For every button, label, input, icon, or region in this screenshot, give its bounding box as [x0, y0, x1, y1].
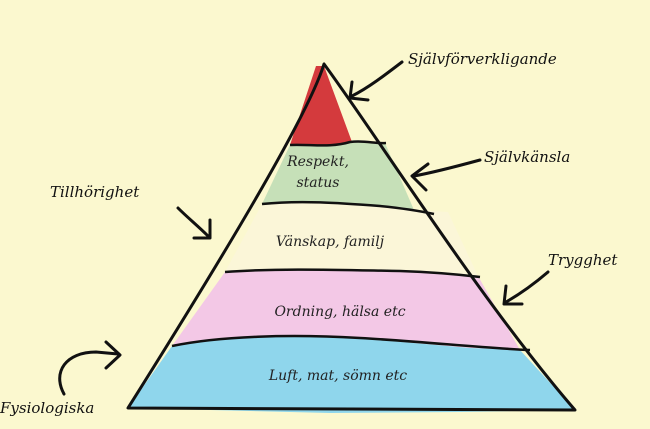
- arrow-icon: [502, 270, 550, 306]
- level-2-text: Ordning, hälsa etc: [274, 304, 405, 320]
- divider-line: [224, 268, 481, 279]
- arrow-icon: [410, 158, 482, 192]
- label-fysiologiska: Fysiologiska: [0, 399, 94, 417]
- arrow-icon: [348, 60, 404, 102]
- label-tillhorighet: Tillhörighet: [50, 183, 140, 201]
- divider-line: [261, 200, 435, 216]
- arrow-icon: [176, 206, 212, 240]
- label-trygghet: Trygghet: [548, 251, 618, 269]
- level-3-text: Vänskap, familj: [276, 234, 385, 250]
- pyramid-level-top: [290, 66, 352, 146]
- label-sjalvkansla: Självkänsla: [484, 148, 570, 166]
- label-sjalvforverkligande: Självförverkligande: [408, 50, 557, 68]
- pyramid-level-vanskap: [225, 202, 478, 276]
- arrow-icon: [58, 340, 122, 396]
- pyramid-outline: [126, 62, 577, 412]
- pyramid-level-luft: [128, 336, 575, 413]
- divider-line: [171, 334, 531, 352]
- level-1-text: Luft, mat, sömn etc: [268, 368, 407, 384]
- level-4-text-line-2: status: [297, 175, 340, 191]
- level-4-text-line-1: Respekt,: [286, 154, 349, 170]
- divider-line: [289, 140, 387, 147]
- pyramid-level-ordning: [172, 270, 520, 350]
- pyramid-level-respekt: [262, 142, 414, 210]
